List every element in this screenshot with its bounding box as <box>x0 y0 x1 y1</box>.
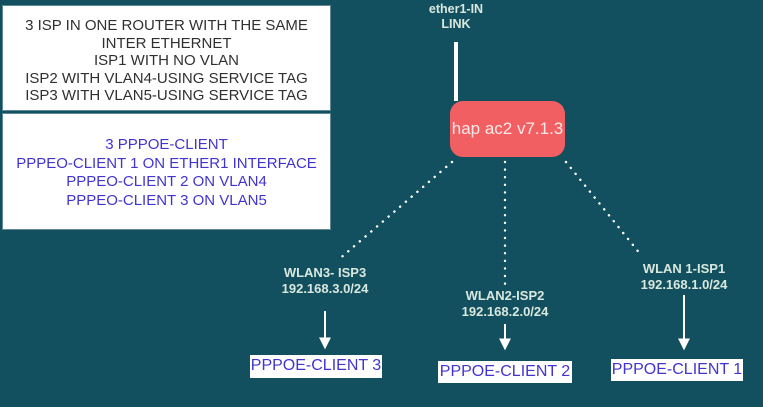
wlan2-name: WLAN2-ISP2 <box>465 288 545 303</box>
pppoe-client2-node: PPPOE-CLIENT 2 <box>438 361 572 383</box>
isp-notes-box: 3 ISP IN ONE ROUTER WITH THE SAME INTER … <box>2 5 331 111</box>
pppoe-client3-node: PPPOE-CLIENT 3 <box>250 355 382 378</box>
uplink-label-line1: ether1-IN <box>428 2 484 16</box>
uplink-label-line2: LINK <box>441 17 471 31</box>
note-line: PPPEO-CLIENT 2 ON VLAN4 <box>66 173 267 190</box>
wlan1-label: WLAN 1-ISP1 192.168.1.0/24 <box>599 261 763 292</box>
pppoe-client1-node: PPPOE-CLIENT 1 <box>611 359 743 381</box>
wlan2-subnet: 192.168.2.0/24 <box>461 303 549 319</box>
uplink-label: ether1-IN LINK <box>396 2 516 32</box>
note-line: INTER ETHERNET <box>101 34 232 52</box>
dotted-link-wlan1 <box>564 160 643 257</box>
wlan1-name: WLAN 1-ISP1 <box>642 261 726 276</box>
note-line: ISP2 WITH VLAN4-USING SERVICE TAG <box>25 69 308 87</box>
note-line: PPPEO-CLIENT 1 ON ETHER1 INTERFACE <box>16 154 317 172</box>
router-label: hap ac2 v7.1.3 <box>451 119 564 138</box>
note-line: ISP1 WITH NO VLAN <box>93 52 240 69</box>
note-line: 3 ISP IN ONE ROUTER WITH THE SAME <box>25 17 308 34</box>
router-node: hap ac2 v7.1.3 <box>450 101 565 157</box>
wlan3-subnet: 192.168.3.0/24 <box>281 280 369 296</box>
wlan3-label: WLAN3- ISP3 192.168.3.0/24 <box>240 265 410 296</box>
wlan1-subnet: 192.168.1.0/24 <box>640 276 728 292</box>
note-line: PPPEO-CLIENT 3 ON VLAN5 <box>66 191 267 209</box>
note-line: ISP3 WITH VLAN5-USING SERVICE TAG <box>25 87 308 104</box>
dotted-link-wlan3 <box>335 160 454 263</box>
pppoe-notes-box: 3 PPPOE-CLIENT PPPEO-CLIENT 1 ON ETHER1 … <box>2 113 331 230</box>
note-line: 3 PPPOE-CLIENT <box>105 136 228 153</box>
wlan2-label: WLAN2-ISP2 192.168.2.0/24 <box>420 288 590 319</box>
wlan3-name: WLAN3- ISP3 <box>283 265 367 280</box>
